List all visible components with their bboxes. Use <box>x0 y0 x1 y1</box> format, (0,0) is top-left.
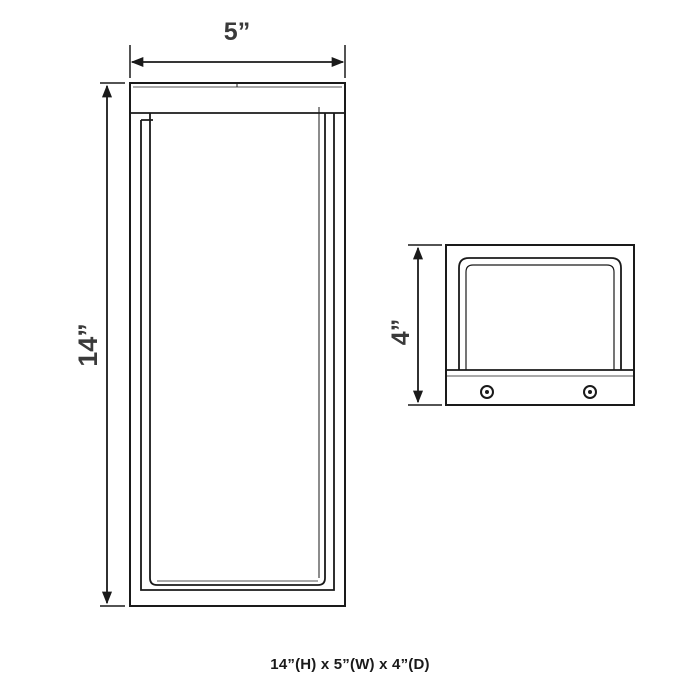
side-shade-outer <box>458 257 622 370</box>
front-outer-body <box>129 82 346 607</box>
front-inner-frame <box>140 113 335 591</box>
screw-right-center <box>588 390 592 394</box>
front-glass-panel <box>149 113 326 586</box>
height-label: 14” <box>73 323 103 367</box>
width-label: 5” <box>224 18 250 46</box>
side-screws <box>480 385 597 399</box>
side-outer-body <box>445 244 635 406</box>
side-view <box>445 244 635 406</box>
depth-dimension <box>408 244 442 406</box>
screw-left-center <box>485 390 489 394</box>
height-dimension <box>100 82 125 607</box>
width-dimension <box>129 45 346 78</box>
front-view <box>129 82 346 607</box>
dimensions-caption: 14”(H) x 5”(W) x 4”(D) <box>270 656 430 673</box>
depth-label: 4” <box>387 319 415 345</box>
side-shade-inner <box>465 264 615 370</box>
